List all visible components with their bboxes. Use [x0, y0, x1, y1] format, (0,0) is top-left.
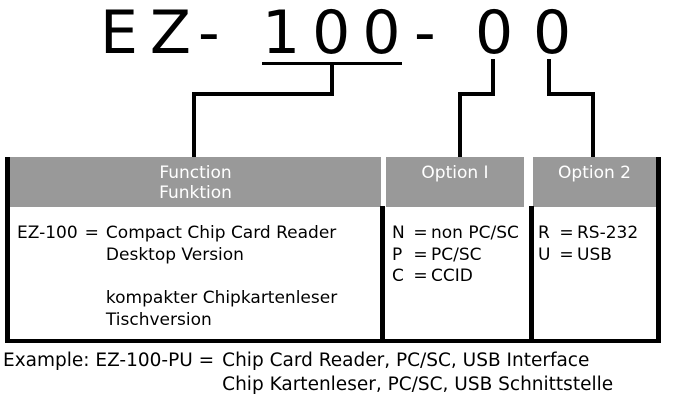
connector-function-horizontal: [192, 92, 334, 96]
option2-value-r: RS-232: [577, 223, 639, 243]
title-dash-2: -: [414, 0, 448, 68]
option1-item-n: N = non PC/SC: [392, 223, 519, 245]
option1-equals-p: =: [413, 244, 428, 265]
example-line-german: Chip Kartenleser, PC/SC, USB Schnittstel…: [222, 373, 614, 395]
function-header-label: Function Funktion: [10, 163, 381, 207]
title-option2-digit: 0: [533, 0, 584, 68]
underline-100: [262, 62, 402, 65]
option1-item-p: P = PC/SC: [392, 245, 519, 267]
option2-header-label: Option 2: [533, 163, 656, 207]
title-ez: EZ: [100, 0, 204, 68]
function-descriptions: Compact Chip Card Reader Desktop Version…: [106, 223, 337, 332]
table-border-bottom: [5, 339, 661, 343]
table-border-left: [5, 157, 10, 343]
option1-header-text: Option I: [421, 163, 489, 183]
option2-key-r: R: [538, 223, 550, 243]
example-line-english: Chip Card Reader, PC/SC, USB Interface: [222, 350, 590, 371]
option1-value-c: CCID: [431, 266, 473, 287]
option2-key-u: U: [538, 244, 551, 265]
option1-key-c: C: [392, 266, 404, 287]
connector-option2-drop: [547, 59, 551, 94]
title-function-digits: 100: [262, 0, 413, 68]
option1-value-n: non PC/SC: [431, 223, 519, 243]
connector-function-drop: [330, 64, 334, 94]
example-descriptions: Chip Card Reader, PC/SC, USB Interface C…: [222, 349, 613, 396]
connector-option2-to-table: [591, 95, 595, 157]
option2-item-u: U = USB: [538, 245, 638, 267]
option2-value-u: USB: [577, 244, 612, 265]
function-line-german-2: Tischversion: [105, 309, 212, 330]
option2-header-bar: [533, 157, 656, 207]
option1-header-label: Option I: [386, 163, 524, 207]
title-option1-digit: 0: [475, 0, 526, 68]
function-equals: =: [84, 223, 99, 243]
option1-equals-n: =: [413, 223, 428, 243]
option1-item-c: C = CCID: [392, 266, 519, 288]
function-line-english-2: Desktop Version: [105, 244, 244, 265]
function-header-english: Function: [159, 163, 232, 183]
option1-equals-c: =: [413, 266, 428, 287]
option1-header-bar: [386, 157, 524, 207]
option2-equals-r: =: [559, 223, 574, 243]
title-dash-1: -: [198, 0, 232, 68]
column-separator-2: [529, 206, 534, 343]
option2-cell: R = RS-232 U = USB: [538, 223, 638, 266]
function-line-english-1: Compact Chip Card Reader: [105, 223, 337, 243]
example-block: Example: EZ-100-PU = Chip Card Reader, P…: [3, 349, 613, 396]
connector-option1-horizontal: [458, 92, 495, 96]
function-header-bar: [10, 157, 381, 207]
function-key: EZ-100: [17, 223, 78, 243]
option1-key-p: P: [392, 244, 403, 265]
option2-header-text: Option 2: [558, 163, 631, 183]
function-header-german: Funktion: [159, 183, 232, 203]
connector-function-to-table: [192, 95, 196, 157]
connector-option1-to-table: [458, 95, 462, 157]
option2-item-r: R = RS-232: [538, 223, 638, 245]
option2-equals-u: =: [559, 244, 574, 265]
function-cell: EZ-100 = Compact Chip Card Reader Deskto…: [17, 223, 337, 332]
function-line-german-1: kompakter Chipkartenleser: [105, 288, 338, 309]
example-prefix: Example: EZ-100-PU =: [3, 350, 215, 371]
table-border-right: [656, 157, 661, 343]
nomenclature-table: Function Funktion Option I Option 2 EZ-1…: [5, 157, 661, 343]
option1-key-n: N: [392, 223, 405, 243]
option1-cell: N = non PC/SC P = PC/SC C = CCID: [392, 223, 519, 288]
option1-value-p: PC/SC: [431, 244, 482, 265]
connector-option2-horizontal: [547, 92, 595, 96]
connector-option1-drop: [491, 59, 495, 94]
column-separator-1: [380, 206, 385, 343]
